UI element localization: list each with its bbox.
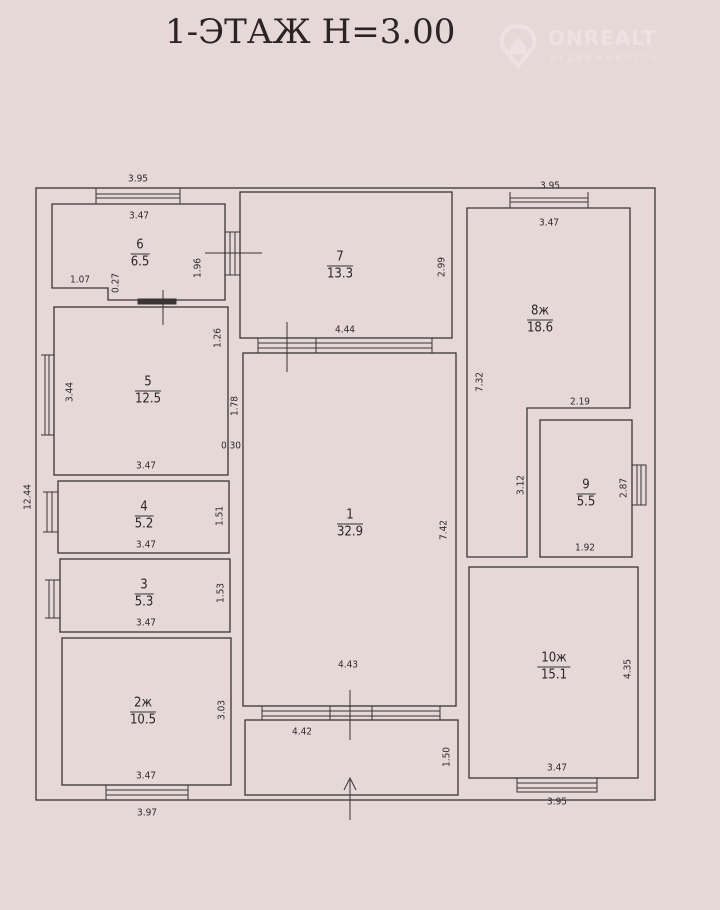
outer-wall (35, 187, 656, 801)
dim-label: 4.42 (291, 726, 313, 738)
dim-label: 3.95 (127, 173, 149, 185)
room-8-outline (466, 207, 631, 558)
dim-label: 1.78 (229, 395, 241, 417)
dim-label: 3.47 (538, 217, 560, 229)
dim-label: 1.26 (212, 327, 224, 349)
door-marks (137, 252, 357, 820)
dim-label: 3.12 (515, 474, 527, 496)
dim-label: 7.32 (474, 371, 486, 393)
dim-label: 3.03 (216, 699, 228, 721)
entry-outline (244, 719, 459, 796)
dim-label: 3.95 (539, 180, 561, 192)
plan-title: 1-ЭТАЖ H=3.00 (165, 12, 456, 52)
dim-label: 1.51 (214, 505, 226, 527)
room-2-outline (61, 637, 232, 786)
dim-label: 3.95 (546, 796, 568, 808)
room-10-outline (468, 566, 639, 779)
dim-label: 3.47 (135, 460, 157, 472)
dim-label: 0.30 (220, 440, 242, 452)
dim-label: 1.07 (69, 274, 91, 286)
dim-label: 1.50 (441, 746, 453, 768)
watermark-subtitle: НЕДВИЖИМОСТЬ (550, 54, 660, 64)
dim-label: 4.43 (337, 659, 359, 671)
dim-label: 3.47 (128, 210, 150, 222)
dim-label: 3.97 (136, 807, 158, 819)
dim-label: 2.19 (569, 396, 591, 408)
dim-label: 1.92 (574, 542, 596, 554)
dim-label: 1.96 (192, 257, 204, 279)
dim-label: 4.35 (622, 658, 634, 680)
dim-label: 3.44 (64, 381, 76, 403)
house-pin-icon (499, 23, 537, 70)
dim-label: 3.47 (546, 762, 568, 774)
dim-label: 2.99 (436, 256, 448, 278)
dim-label: 0.27 (110, 272, 122, 294)
watermark-brand: ONREALT (548, 26, 657, 50)
dim-label: 3.47 (135, 617, 157, 629)
room-6-outline (51, 203, 226, 301)
dim-label: 1.53 (215, 582, 227, 604)
dim-label: 2.87 (618, 477, 630, 499)
dim-label: 3.47 (135, 539, 157, 551)
dim-label: 7.42 (438, 519, 450, 541)
room-9-outline (539, 419, 633, 558)
watermark-logo: ONREALT НЕДВИЖИМОСТЬ (498, 23, 656, 72)
dim-label: 4.44 (334, 324, 356, 336)
dim-label: 3.47 (135, 770, 157, 782)
dim-label: 12.44 (22, 484, 34, 510)
